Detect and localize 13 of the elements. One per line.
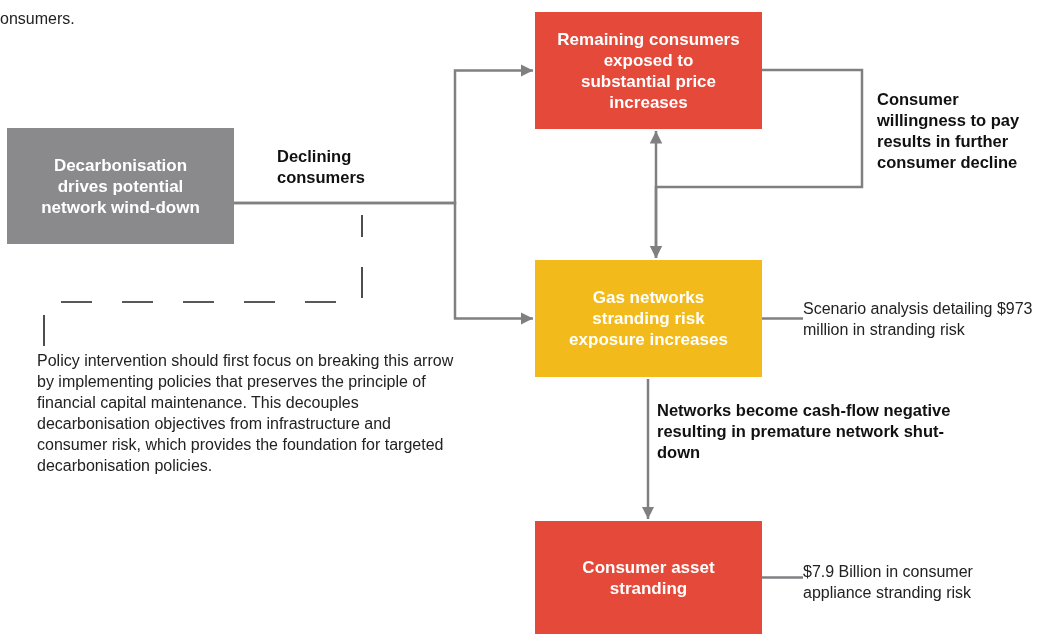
process-box: Consumer asset stranding	[535, 521, 762, 634]
annotation-text: $7.9 Billion in consumer appliance stranding risk	[803, 561, 1043, 603]
process-box: Remaining consumers exposed to substantial price increases	[535, 12, 762, 129]
arrow	[234, 201, 533, 325]
note-text: onsumers.	[0, 9, 75, 29]
arrow	[649, 68, 864, 258]
note-text: Policy intervention should first focus on breaking this arrow by implementing policies that preserves the principle of financial capital maintenance. This decouples decarbonisation objectives from infrastructure and consumer risk, which provides the foundation for targeted decarbonisation policies.	[37, 350, 462, 476]
annotation-text: Scenario analysis detailing $973 million in stranding risk	[803, 298, 1062, 340]
process-box: Decarbonisation drives potential network wind-down	[7, 128, 234, 244]
arrow	[641, 379, 655, 519]
connector-line	[762, 576, 803, 579]
process-box: Gas networks stranding risk exposure increases	[535, 260, 762, 377]
connector-line	[762, 317, 803, 320]
